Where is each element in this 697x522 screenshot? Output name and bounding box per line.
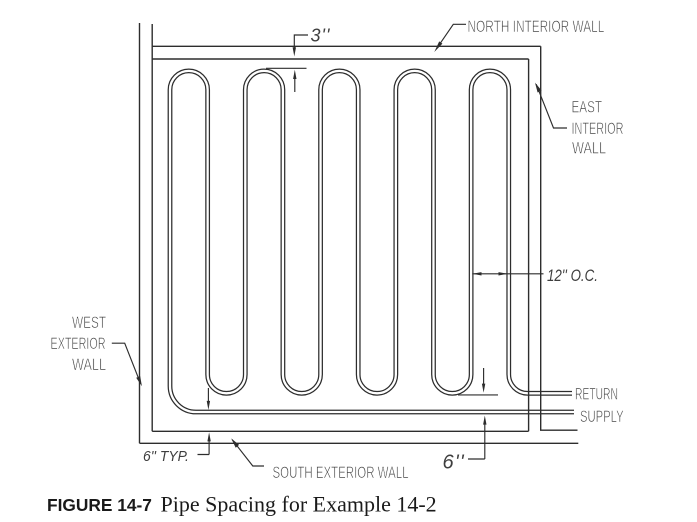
svg-text:12'' O.C.: 12'' O.C. [547,267,598,286]
svg-text:RETURN: RETURN [575,384,618,403]
svg-text:SUPPLY: SUPPLY [580,408,624,427]
svg-text:6'' TYP.: 6'' TYP. [143,449,189,466]
svg-text:INTERIOR: INTERIOR [572,120,624,139]
svg-text:NORTH INTERIOR WALL: NORTH INTERIOR WALL [468,18,605,37]
svg-text:3'': 3'' [311,26,331,46]
svg-text:Pipe Spacing for Example 14-2: Pipe Spacing for Example 14-2 [161,492,437,517]
svg-text:6'': 6'' [443,452,465,474]
svg-text:FIGURE 14-7: FIGURE 14-7 [47,495,152,515]
svg-text:EXTERIOR: EXTERIOR [51,334,106,353]
svg-text:SOUTH EXTERIOR WALL: SOUTH EXTERIOR WALL [273,464,409,483]
svg-text:WALL: WALL [72,355,106,374]
svg-text:WEST: WEST [72,314,106,333]
svg-text:WALL: WALL [572,139,606,158]
svg-text:EAST: EAST [572,99,603,118]
